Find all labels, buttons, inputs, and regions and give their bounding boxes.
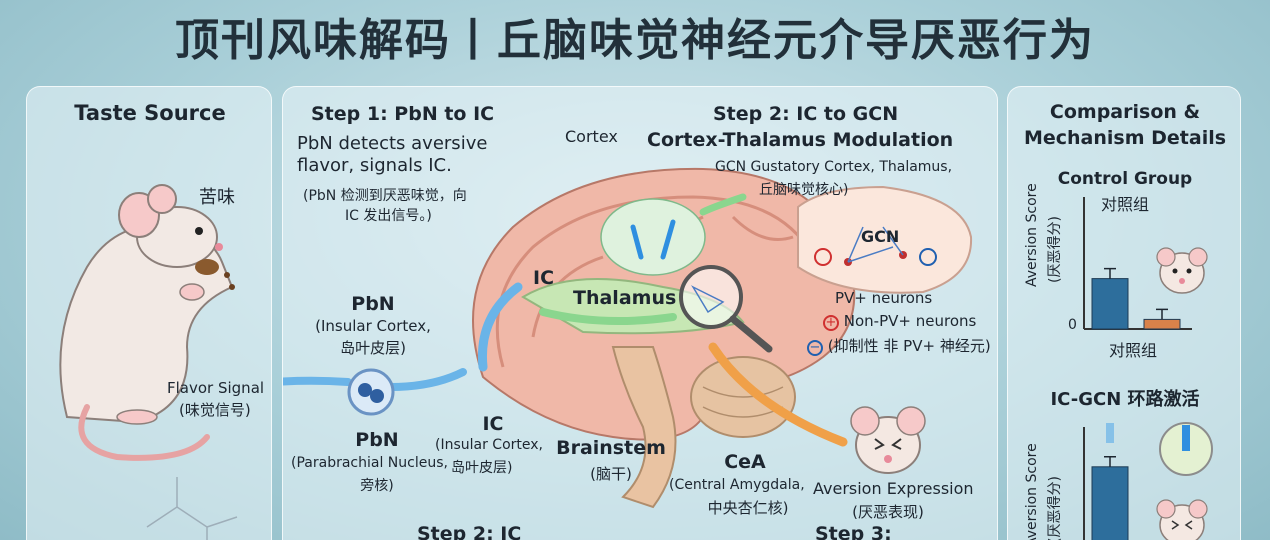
comparison-charts: [1083, 197, 1213, 540]
step1-desc-line1: PbN detects aversive: [297, 133, 488, 154]
chart1-errorbar-2: [1156, 308, 1168, 320]
step1-desc-cn-line2: IC 发出信号。): [345, 208, 432, 224]
chart2-errorbar-1: [1104, 456, 1116, 467]
signal-arrow-pbn-ic: [387, 368, 467, 391]
signal-arrow-mouse-pbn: [283, 376, 352, 386]
cea-sub2: 中央杏仁核): [707, 499, 789, 517]
bitter-taste-label: 苦味: [199, 187, 235, 208]
pbn-lower-sub2: 旁核): [360, 478, 394, 494]
taste-source-heading: Taste Source: [74, 101, 226, 125]
flavor-signal-cn-label: (味觉信号): [179, 401, 251, 419]
ic-brain-label: IC: [533, 267, 555, 289]
chart1-bar-2: [1143, 318, 1181, 330]
control-group-cn: 对照组: [1100, 195, 1149, 214]
axis-label-en-2: Aversion Score: [1024, 443, 1040, 540]
plus-circle-icon: +: [823, 315, 839, 331]
signal-arrow-ic-up: [477, 282, 523, 372]
activation-title: IC-GCN 环路激活: [1050, 389, 1200, 410]
step1-title: Step 1: PbN to IC: [311, 103, 495, 125]
step2-title: Step 2: IC to GCN: [713, 103, 899, 125]
pbn-upper-sub1: (Insular Cortex,: [315, 317, 431, 335]
cea-sub1: (Central Amygdala,: [669, 477, 805, 493]
ic-lower-sub1: (Insular Cortex,: [435, 437, 543, 453]
control-xlabel: 对照组: [1108, 341, 1157, 360]
gcn-desc-line2: 丘脑味觉核心): [759, 182, 849, 198]
chart1-bar-1: [1091, 278, 1129, 330]
page-title: 顶刊风味解码丨丘脑味觉神经元介导厌恶行为: [175, 15, 1095, 66]
chart2-bar-1: [1091, 466, 1129, 540]
axis-zero-label: 0: [1068, 317, 1077, 333]
legend-inhib: − (抑制性 非 PV+ 神经元): [807, 335, 991, 356]
step2-subtitle: Cortex-Thalamus Modulation: [647, 129, 954, 151]
bottom-step3-label: Step 3:: [815, 523, 892, 540]
signal-arrow-gcn: [699, 193, 747, 216]
ic-lower-sub2: 岛叶皮层): [451, 460, 513, 476]
legend-nonpv-text: Non-PV+ neurons: [843, 312, 977, 330]
laser-activation-icon: [1106, 422, 1213, 476]
axis-label-cn-2: (厌恶得分): [1047, 476, 1063, 540]
magnifier-icon: [679, 265, 773, 353]
brainstem-label: Brainstem: [556, 437, 666, 459]
pbn-lower-sub1: (Parabrachial Nucleus,: [291, 455, 448, 471]
cortex-label: Cortex: [565, 127, 618, 146]
comparison-heading-2: Mechanism Details: [1023, 127, 1227, 149]
brain-illustration: [283, 167, 973, 509]
aversion-arrow: [708, 342, 848, 447]
bottom-step2-label: Step 2: IC: [417, 523, 522, 540]
comparison-panel: Comparison & Mechanism Details Control G…: [1007, 86, 1241, 540]
aversion-expression-cn: (厌恶表现): [852, 503, 924, 521]
aversive-mouse-icon: [1156, 499, 1208, 540]
gcn-label: GCN: [861, 227, 900, 246]
mouse-icon: [59, 184, 235, 461]
legend-inhib-text: (抑制性 非 PV+ 神经元): [827, 337, 991, 355]
legend-pv: PV+ neurons: [835, 289, 933, 307]
step1-desc-line2: flavor, signals IC.: [297, 155, 452, 176]
mouse-illustration: [59, 184, 235, 461]
pathway-panel: Step 1: PbN to IC PbN detects aversive f…: [282, 86, 998, 540]
step1-desc-cn-line1: (PbN 检测到厌恶味觉，向: [303, 188, 467, 204]
legend-nonpv: + Non-PV+ neurons: [823, 312, 976, 331]
thalamus-label: Thalamus: [573, 287, 677, 309]
aversion-expression-label: Aversion Expression: [813, 479, 974, 498]
flavor-signal-label: Flavor Signal: [167, 379, 265, 397]
comparison-heading-1: Comparison &: [1049, 101, 1201, 123]
minus-circle-icon: −: [807, 340, 823, 356]
molecule-watermark-icon: [146, 477, 238, 540]
control-group-title: Control Group: [1057, 169, 1193, 189]
optogenetic-probe-icon: [630, 219, 676, 260]
gcn-desc-line1: GCN Gustatory Cortex, Thalamus,: [715, 159, 953, 175]
gcn-detail-icon: [797, 185, 973, 294]
pbn-upper-label: PbN: [351, 293, 395, 315]
brain-icon: [472, 167, 856, 509]
brainstem-cn-label: (脑干): [590, 465, 632, 483]
control-mouse-icon: [1156, 247, 1208, 294]
taste-source-panel: Taste Source 苦味 Flavor Signal (味觉信号): [26, 86, 272, 540]
gcn-inset-bubble: [600, 198, 706, 276]
chart1-errorbar-1: [1104, 267, 1116, 279]
cea-label: CeA: [724, 451, 766, 473]
signal-arrow-ic-thalamus: [539, 308, 677, 325]
pbn-lower-label: PbN: [355, 429, 399, 451]
pbn-upper-sub2: 岛叶皮层): [340, 339, 406, 357]
aversion-mouse-icon: [850, 406, 926, 474]
ic-lower-label: IC: [482, 413, 504, 435]
